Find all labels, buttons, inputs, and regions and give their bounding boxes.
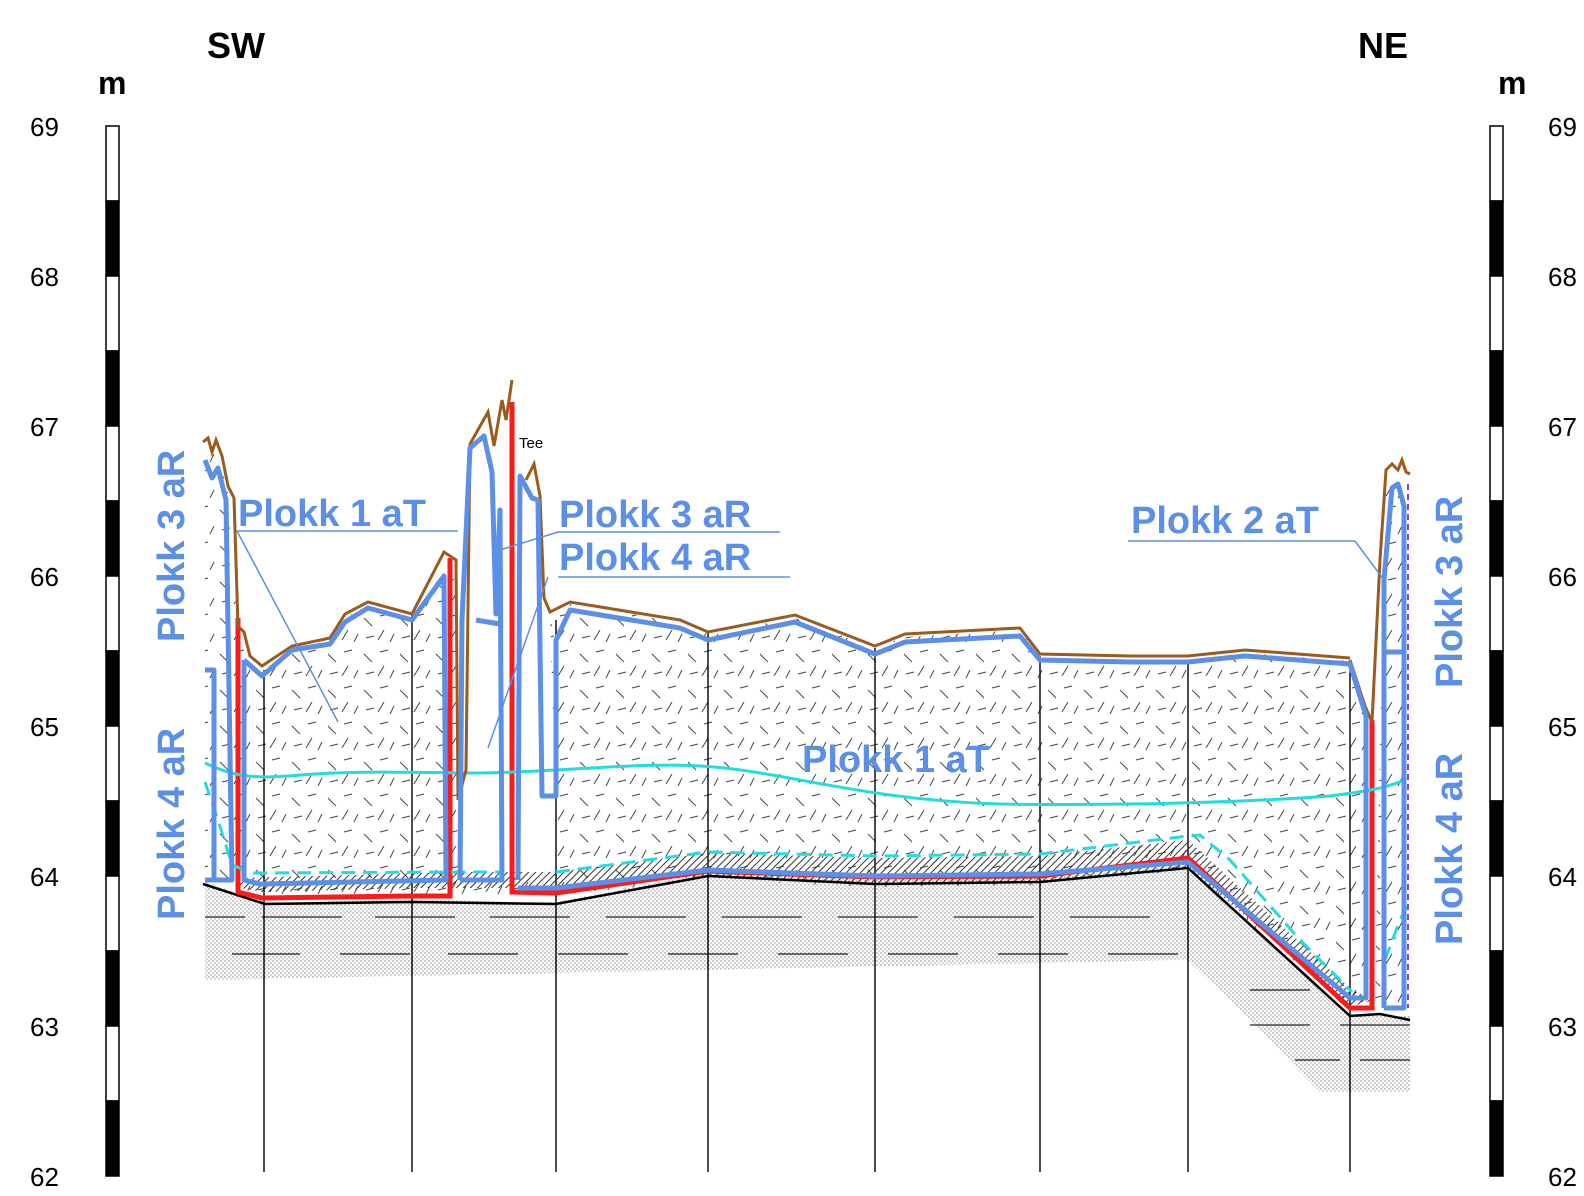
terrain-surface-left [202, 379, 514, 801]
scale-segment [1489, 1025, 1504, 1102]
right-scale-unit: m [1498, 65, 1526, 101]
scale-segment [105, 200, 120, 277]
scale-segment [1489, 425, 1504, 502]
label-plokk3-vertical-right: Plokk 3 aR [1429, 496, 1471, 688]
elevation-tick-label: 64 [30, 862, 59, 892]
scale-segment [1489, 800, 1504, 877]
scale-segment [1489, 650, 1504, 727]
direction-sw: SW [207, 25, 265, 66]
elevation-tick-label: 69 [1548, 112, 1577, 142]
lower-sand-layer [205, 866, 1410, 1092]
elevation-tick-label: 68 [1548, 262, 1577, 292]
scale-segment [105, 650, 120, 727]
left-scale-labels: 69 68 67 66 65 64 63 62 [30, 112, 59, 1192]
scale-segment [1489, 875, 1504, 952]
elevation-tick-label: 63 [30, 1012, 59, 1042]
leader-lines [236, 530, 1385, 749]
left-scale-unit: m [98, 65, 126, 101]
scale-segment [105, 800, 120, 877]
scale-segment [105, 725, 120, 802]
elevation-tick-label: 65 [1548, 712, 1577, 742]
elevation-tick-label: 68 [30, 262, 59, 292]
scale-segment [1489, 125, 1504, 202]
section-lines [263, 615, 1351, 1172]
water-level-line [204, 761, 1406, 807]
label-plokk3-center: Plokk 3 aR [559, 494, 751, 536]
elevation-tick-label: 64 [1548, 862, 1577, 892]
elevation-tick-label: 69 [30, 112, 59, 142]
elevation-tick-label: 67 [1548, 412, 1577, 442]
elevation-tick-label: 62 [30, 1162, 59, 1192]
label-tee: Tee [519, 435, 543, 452]
scale-segment [1489, 1100, 1504, 1177]
block-outlines [202, 433, 1407, 1011]
label-plokk3-vertical-left: Plokk 3 aR [151, 450, 193, 642]
label-plokk2-right: Plokk 2 aT [1131, 500, 1319, 542]
scale-segment [1489, 275, 1504, 352]
left-scale-bar [105, 125, 120, 1177]
scale-segment [1489, 500, 1504, 577]
scale-segment [105, 1100, 120, 1177]
terrain-surface-right [1348, 455, 1411, 723]
lower-layer-dashes [205, 916, 1410, 1061]
elevation-tick-label: 62 [1548, 1162, 1577, 1192]
label-plokk4-vertical-right: Plokk 4 aR [1429, 753, 1471, 945]
scale-segment [105, 500, 120, 577]
elevation-tick-label: 67 [30, 412, 59, 442]
scale-segment [1489, 950, 1504, 1027]
scale-segment [105, 275, 120, 352]
scale-segment [1489, 725, 1504, 802]
label-plokk4-center: Plokk 4 aR [559, 537, 751, 579]
scale-segment [105, 950, 120, 1027]
elevation-tick-label: 65 [30, 712, 59, 742]
scale-segment [105, 1025, 120, 1102]
scale-segment [105, 875, 120, 952]
direction-ne: NE [1358, 25, 1408, 66]
elevation-tick-label: 63 [1548, 1012, 1577, 1042]
scale-segment [105, 350, 120, 427]
scale-segment [105, 425, 120, 502]
elevation-tick-label: 66 [1548, 562, 1577, 592]
base-contact-line [202, 866, 1411, 1022]
terrain-surface-center [524, 459, 1351, 660]
scale-segment [1489, 575, 1504, 652]
label-plokk4-vertical-left: Plokk 4 aR [151, 728, 193, 920]
scale-segment [105, 575, 120, 652]
right-scale-labels: 69 68 67 66 65 64 63 62 [1548, 112, 1577, 1192]
thin-hatched-layer [240, 840, 1375, 1006]
label-plokk1-upper: Plokk 1 aT [238, 493, 426, 535]
scale-segment [105, 125, 120, 202]
elevation-tick-label: 66 [30, 562, 59, 592]
scale-segment [1489, 200, 1504, 277]
right-scale-bar [1489, 125, 1504, 1177]
label-plokk1-lower: Plokk 1 aT [802, 739, 990, 781]
scale-segment [1489, 350, 1504, 427]
